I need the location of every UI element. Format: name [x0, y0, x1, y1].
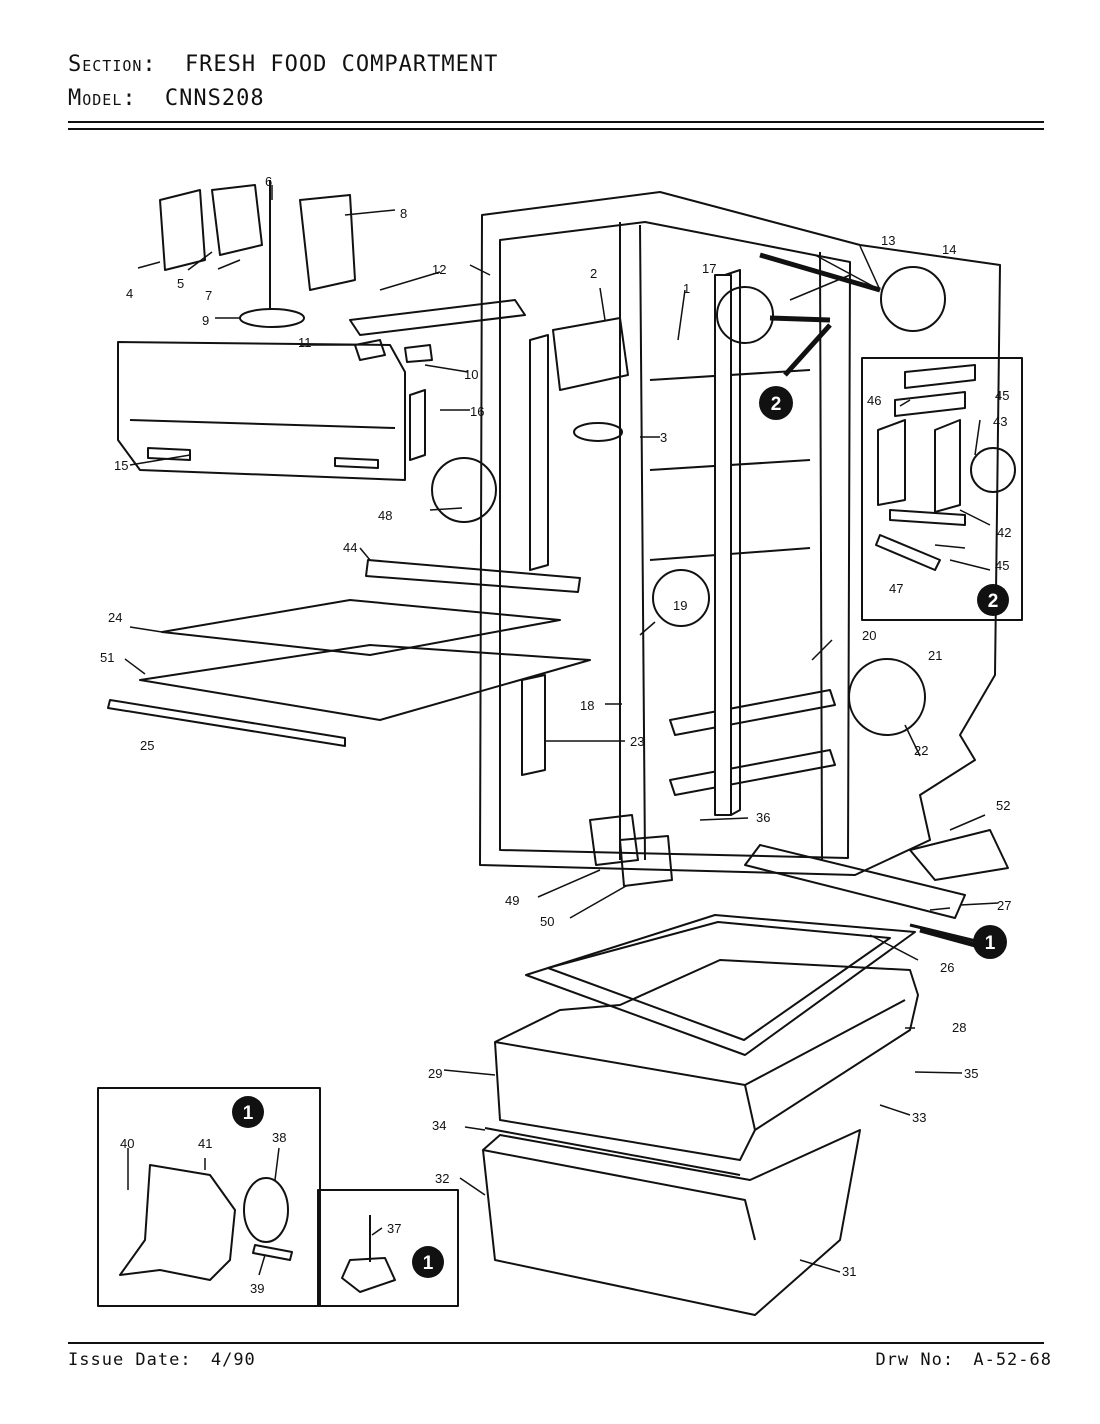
- drawing-number-value: A-52-68: [973, 1350, 1052, 1370]
- part-label-4: 4: [126, 286, 133, 301]
- part-label-26: 26: [940, 960, 954, 975]
- part-label-43: 43: [993, 414, 1007, 429]
- part-label-42: 42: [997, 525, 1011, 540]
- svg-text:1: 1: [985, 933, 996, 954]
- part-label-3: 3: [660, 430, 667, 445]
- part-label-38: 38: [272, 1130, 286, 1145]
- part-label-10: 10: [464, 367, 478, 382]
- drawing-number: Drw No: A-52-68: [875, 1350, 1052, 1370]
- issue-date-label: Issue Date:: [68, 1350, 192, 1370]
- part-label-22: 22: [914, 743, 928, 758]
- svg-text:2: 2: [771, 394, 782, 415]
- header-rule-bottom: [68, 128, 1044, 130]
- section-line: Section: FRESH FOOD COMPARTMENT: [68, 52, 498, 77]
- part-label-7: 7: [205, 288, 212, 303]
- part-label-20: 20: [862, 628, 876, 643]
- part-label-36: 36: [756, 810, 770, 825]
- part-label-8: 8: [400, 206, 407, 221]
- part-label-46: 46: [867, 393, 881, 408]
- callout-circle-2-inset: 2: [977, 584, 1009, 616]
- part-label-27: 27: [997, 898, 1011, 913]
- footer-rule: [68, 1342, 1044, 1344]
- part-label-19: 19: [673, 598, 687, 613]
- part-label-17: 17: [702, 261, 716, 276]
- cabinet-drawing: [97, 180, 1023, 1316]
- part-label-32: 32: [435, 1171, 449, 1186]
- model-value: CNNS208: [164, 86, 265, 111]
- part-label-34: 34: [432, 1118, 446, 1133]
- part-label-1: 1: [683, 281, 690, 296]
- part-label-5: 5: [177, 276, 184, 291]
- part-label-25: 25: [140, 738, 154, 753]
- part-label-52: 52: [996, 798, 1010, 813]
- section-label: Section:: [68, 52, 157, 77]
- part-label-33: 33: [912, 1110, 926, 1125]
- issue-date: Issue Date: 4/90: [68, 1350, 256, 1370]
- part-label-28: 28: [952, 1020, 966, 1035]
- part-label-47: 47: [889, 581, 903, 596]
- part-label-49: 49: [505, 893, 519, 908]
- part-label-31: 31: [842, 1264, 856, 1279]
- part-label-29: 29: [428, 1066, 442, 1081]
- section-value: FRESH FOOD COMPARTMENT: [184, 52, 499, 77]
- part-labels: 1 2 3 4 5 6 7 8 9 10 11 12 13 14 15 16 1…: [100, 174, 1011, 1296]
- part-label-40: 40: [120, 1136, 134, 1151]
- part-label-15: 15: [114, 458, 128, 473]
- part-label-37: 37: [387, 1221, 401, 1236]
- part-label-2: 2: [590, 266, 597, 281]
- part-label-44: 44: [343, 540, 357, 555]
- part-label-45: 45: [995, 388, 1009, 403]
- issue-date-value: 4/90: [210, 1350, 256, 1370]
- header-rule-top: [68, 121, 1044, 123]
- part-label-12: 12: [432, 262, 446, 277]
- part-label-16: 16: [470, 404, 484, 419]
- model-line: Model: CNNS208: [68, 86, 265, 111]
- part-label-9: 9: [202, 313, 209, 328]
- part-label-18: 18: [580, 698, 594, 713]
- callout-circle-1: 1: [973, 925, 1007, 959]
- part-label-51: 51: [100, 650, 114, 665]
- drawing-number-label: Drw No:: [875, 1350, 955, 1370]
- part-label-14: 14: [942, 242, 956, 257]
- callout-circle-2: 2: [759, 386, 793, 420]
- callout-circle-1-inset-right: 1: [412, 1246, 444, 1278]
- part-label-50: 50: [540, 914, 554, 929]
- part-label-23: 23: [630, 734, 644, 749]
- svg-text:2: 2: [988, 591, 999, 612]
- part-label-13: 13: [881, 233, 895, 248]
- part-label-45-lower: 45: [995, 558, 1009, 573]
- part-label-41: 41: [198, 1136, 212, 1151]
- part-label-39: 39: [250, 1281, 264, 1296]
- part-label-48: 48: [378, 508, 392, 523]
- svg-text:1: 1: [423, 1253, 434, 1274]
- part-label-35: 35: [964, 1066, 978, 1081]
- part-label-11: 11: [298, 335, 312, 350]
- part-label-6: 6: [265, 174, 272, 189]
- model-label: Model:: [68, 86, 137, 111]
- svg-text:1: 1: [243, 1103, 254, 1124]
- part-label-21: 21: [928, 648, 942, 663]
- callout-circle-1-inset-left: 1: [232, 1096, 264, 1128]
- part-label-24: 24: [108, 610, 122, 625]
